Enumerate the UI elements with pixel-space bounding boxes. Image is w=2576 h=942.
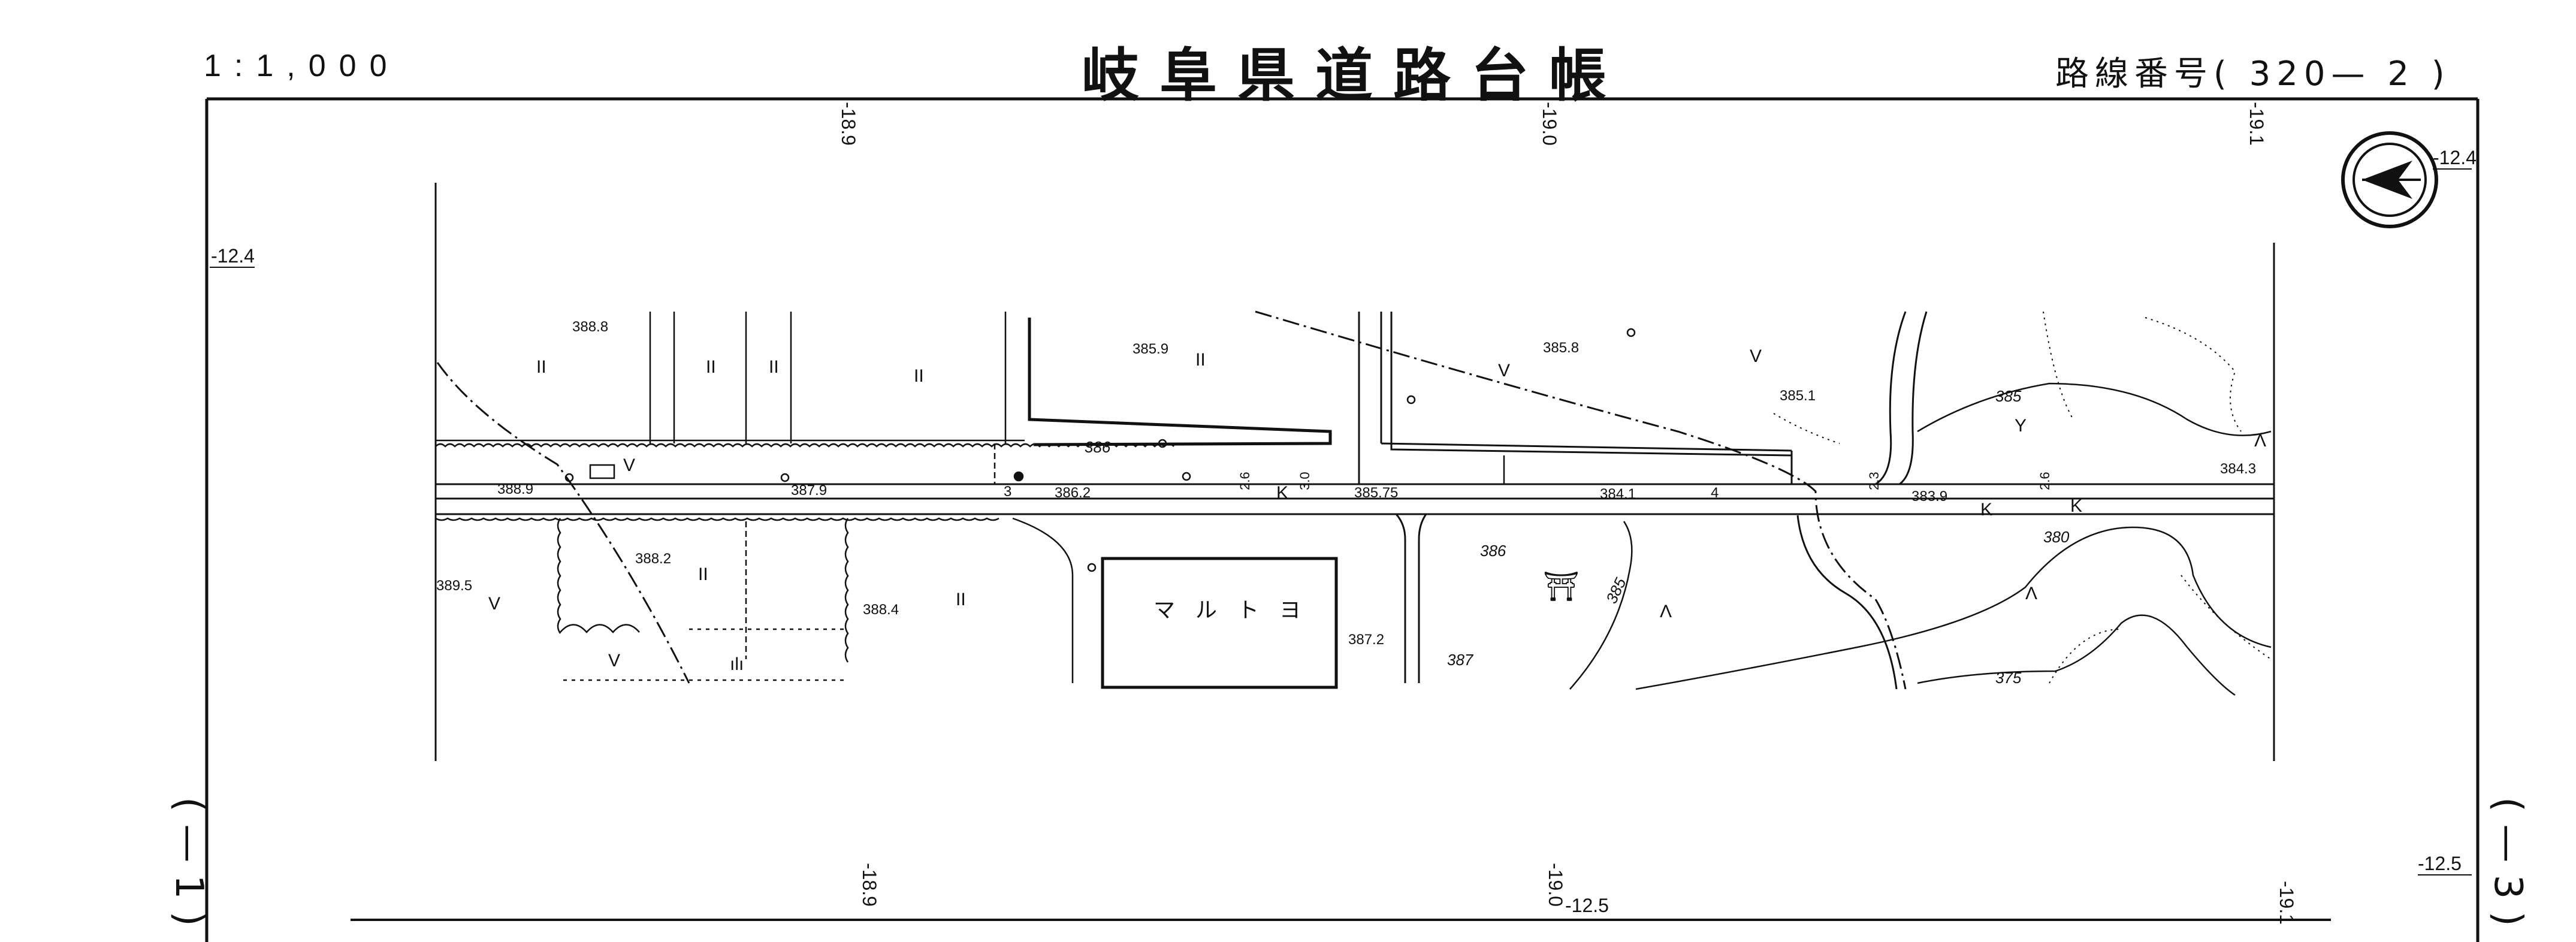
wasteland-symbol: ılı: [730, 654, 744, 674]
spot-height: 388.9: [497, 481, 533, 497]
spot-height: 388.4: [863, 602, 899, 618]
field-symbol: II: [1195, 350, 1206, 370]
spot-height: 386.2: [1055, 485, 1091, 501]
paddy-symbol: V: [1750, 346, 1762, 366]
spot-height: 388.2: [635, 551, 671, 567]
forest-symbol: Λ: [1660, 602, 1672, 621]
road-widths: 3 4 2.6 3.0 2.3 2.6: [1004, 472, 2052, 501]
building-name: マルトヨ: [1153, 597, 1321, 622]
forest-symbol: Λ: [2025, 584, 2037, 603]
spot-height: 385.9: [1133, 341, 1168, 357]
sheet-number-left: ( — 1 ): [167, 797, 211, 926]
side-road: [1358, 312, 1793, 683]
river: [1796, 311, 1928, 690]
map-frame: [205, 97, 2480, 942]
tick-bottom-2: -19.0: [1545, 863, 1566, 907]
route-number: 路線番号( 320— 2 ): [2055, 47, 2451, 95]
spot-height: 385.1: [1780, 388, 1816, 404]
land-use-symbols: II II II II II II II V V V V V Λ Λ Λ Y ı…: [488, 346, 2266, 674]
orchard-symbol: Y: [2015, 416, 2027, 436]
road-label-k: K: [1980, 500, 1992, 520]
route-number-label: 路線番号: [2055, 55, 2213, 93]
property-lines: [557, 312, 1505, 683]
contour-lines: [1569, 382, 2272, 696]
grid-ticks: -18.9 -19.0 -19.1 -18.9 -19.0 -19.1 -12.…: [210, 102, 2477, 925]
road-width: 2.6: [1237, 472, 1252, 490]
route-number-value: ( 320— 2 ): [2213, 55, 2451, 93]
contour-label: 387: [1447, 651, 1474, 669]
road-width: 2.6: [2037, 472, 2052, 490]
spot-height: 387.2: [1348, 632, 1384, 648]
point-symbols: [564, 328, 1636, 572]
spot-height: 389.5: [436, 578, 472, 594]
field-symbol: II: [706, 357, 716, 377]
contour-label: 385: [1602, 575, 1630, 606]
road-label-k: K: [2070, 496, 2082, 516]
paddy-symbol: V: [608, 651, 620, 671]
contour-label: 375: [1995, 669, 2022, 687]
road-labels: K K K: [1276, 483, 2082, 520]
tick-right-top: -12.4: [2433, 147, 2477, 168]
road-width: 4: [1711, 485, 1719, 501]
tick-top-3: -19.1: [2246, 102, 2267, 146]
field-symbol: II: [914, 366, 924, 386]
tick-bottom-3: -19.1: [2276, 881, 2297, 925]
field-symbol: II: [698, 564, 708, 584]
spot-height: 384.1: [1600, 486, 1636, 502]
north-arrow-icon: [2341, 131, 2438, 228]
spot-height: 385.75: [1354, 485, 1398, 501]
sheet-number-right: ( — 3 ): [2486, 797, 2530, 926]
road-width: 3.0: [1297, 472, 1312, 490]
building-marutoyo: マルトヨ: [1101, 557, 1338, 689]
paddy-symbol: V: [488, 594, 500, 614]
tick-bottom-1: -18.9: [859, 863, 880, 907]
field-symbol: II: [956, 590, 966, 609]
paddy-symbol: V: [1498, 361, 1510, 381]
spot-height: 385.8: [1543, 340, 1579, 356]
tick-top-2: -19.0: [1539, 102, 1560, 146]
road-label-k: K: [1276, 483, 1288, 503]
spot-height: 384.3: [2220, 461, 2256, 477]
spot-height: 388.8: [572, 319, 608, 335]
tick-left: -12.4: [211, 245, 255, 267]
tick-right-bottom: -12.5: [2418, 853, 2462, 874]
shrine-icon: ⛩: [1543, 571, 1580, 603]
forest-symbol: Λ: [2254, 431, 2266, 451]
tick-bottom-mid: -12.5: [1565, 895, 1609, 916]
contour-label: 386: [1480, 542, 1506, 560]
contour-label: 386: [1085, 438, 1111, 456]
road-width: 2.3: [1867, 472, 1882, 490]
spot-height: 383.9: [1911, 488, 1947, 505]
spot-height: 387.9: [791, 482, 827, 499]
tick-top-1: -18.9: [838, 102, 859, 146]
spot-heights: 388.8 385.9 385.8 385.1 384.3 388.9 387.…: [436, 319, 2256, 648]
paddy-symbol: V: [623, 455, 635, 475]
road-width: 3: [1004, 484, 1011, 500]
dotted-boundaries: [1773, 311, 2272, 684]
contour-label: 380: [2043, 528, 2070, 546]
map-scale: 1:1,000: [204, 49, 400, 83]
contour-label: 385: [1995, 387, 2022, 405]
field-symbol: II: [769, 357, 779, 377]
field-symbol: II: [536, 357, 546, 377]
main-road: [435, 439, 2274, 521]
boundary-lines: [436, 310, 1907, 690]
